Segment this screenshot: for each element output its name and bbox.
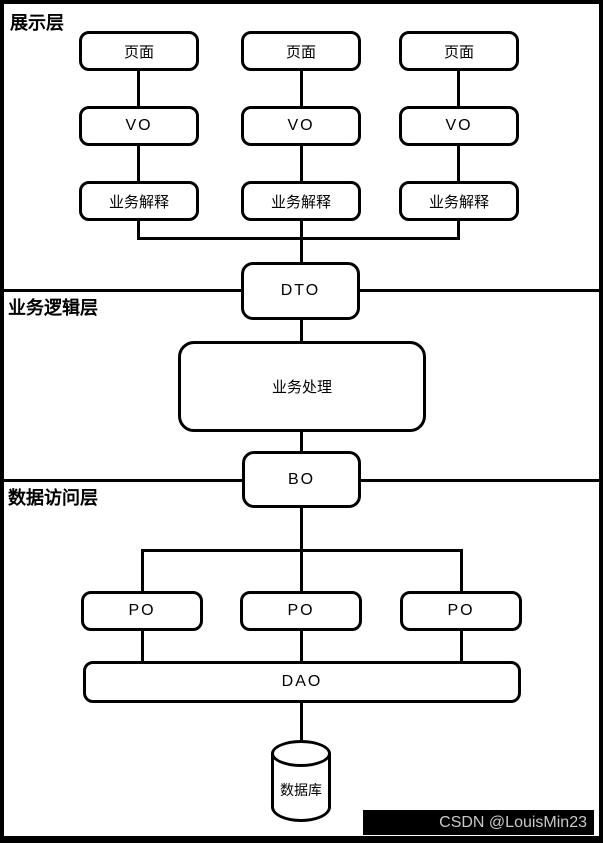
connector-line [137,71,140,106]
node-page-1: 页面 [79,31,199,71]
node-vo-1: VO [79,106,199,146]
connector-line [457,221,460,240]
node-po-3: PO [400,591,522,631]
node-po-2: PO [240,591,362,631]
connector-line [300,146,303,181]
connector-line [300,221,303,240]
connector-line [141,549,463,552]
node-business-interpreter-2: 业务解释 [241,181,361,221]
node-page-2: 页面 [241,31,361,71]
connector-line [460,631,463,662]
connector-line [137,221,140,240]
node-dto: DTO [241,262,360,320]
database-cylinder: 数据库 [271,740,331,822]
connector-line [300,631,303,662]
connector-line [300,239,303,262]
connector-line [300,703,303,743]
connector-line [300,551,303,591]
layer-label-presentation: 展示层 [10,13,64,33]
database-label: 数据库 [280,782,322,798]
node-vo-2: VO [241,106,361,146]
connector-line [141,631,144,662]
node-vo-3: VO [399,106,519,146]
connector-line [300,508,303,552]
node-page-3: 页面 [399,31,519,71]
node-po-1: PO [81,591,203,631]
connector-line [137,237,460,240]
connector-line [460,551,463,591]
layer-label-business-logic: 业务逻辑层 [8,298,98,318]
node-bo: BO [242,451,361,508]
connector-line [141,551,144,591]
watermark-badge: CSDN @LouisMin23 [363,810,594,835]
connector-line [300,71,303,106]
node-dao: DAO [83,661,521,703]
node-business-process: 业务处理 [178,341,426,432]
connector-line [300,432,303,451]
watermark-text: CSDN @LouisMin23 [439,813,587,831]
connector-line [457,146,460,181]
node-business-interpreter-1: 业务解释 [79,181,199,221]
layer-label-data-access: 数据访问层 [8,488,98,508]
connector-line [300,320,303,341]
cylinder-top-ellipse [271,740,331,767]
node-business-interpreter-3: 业务解释 [399,181,519,221]
connector-line [137,146,140,181]
connector-line [457,71,460,106]
